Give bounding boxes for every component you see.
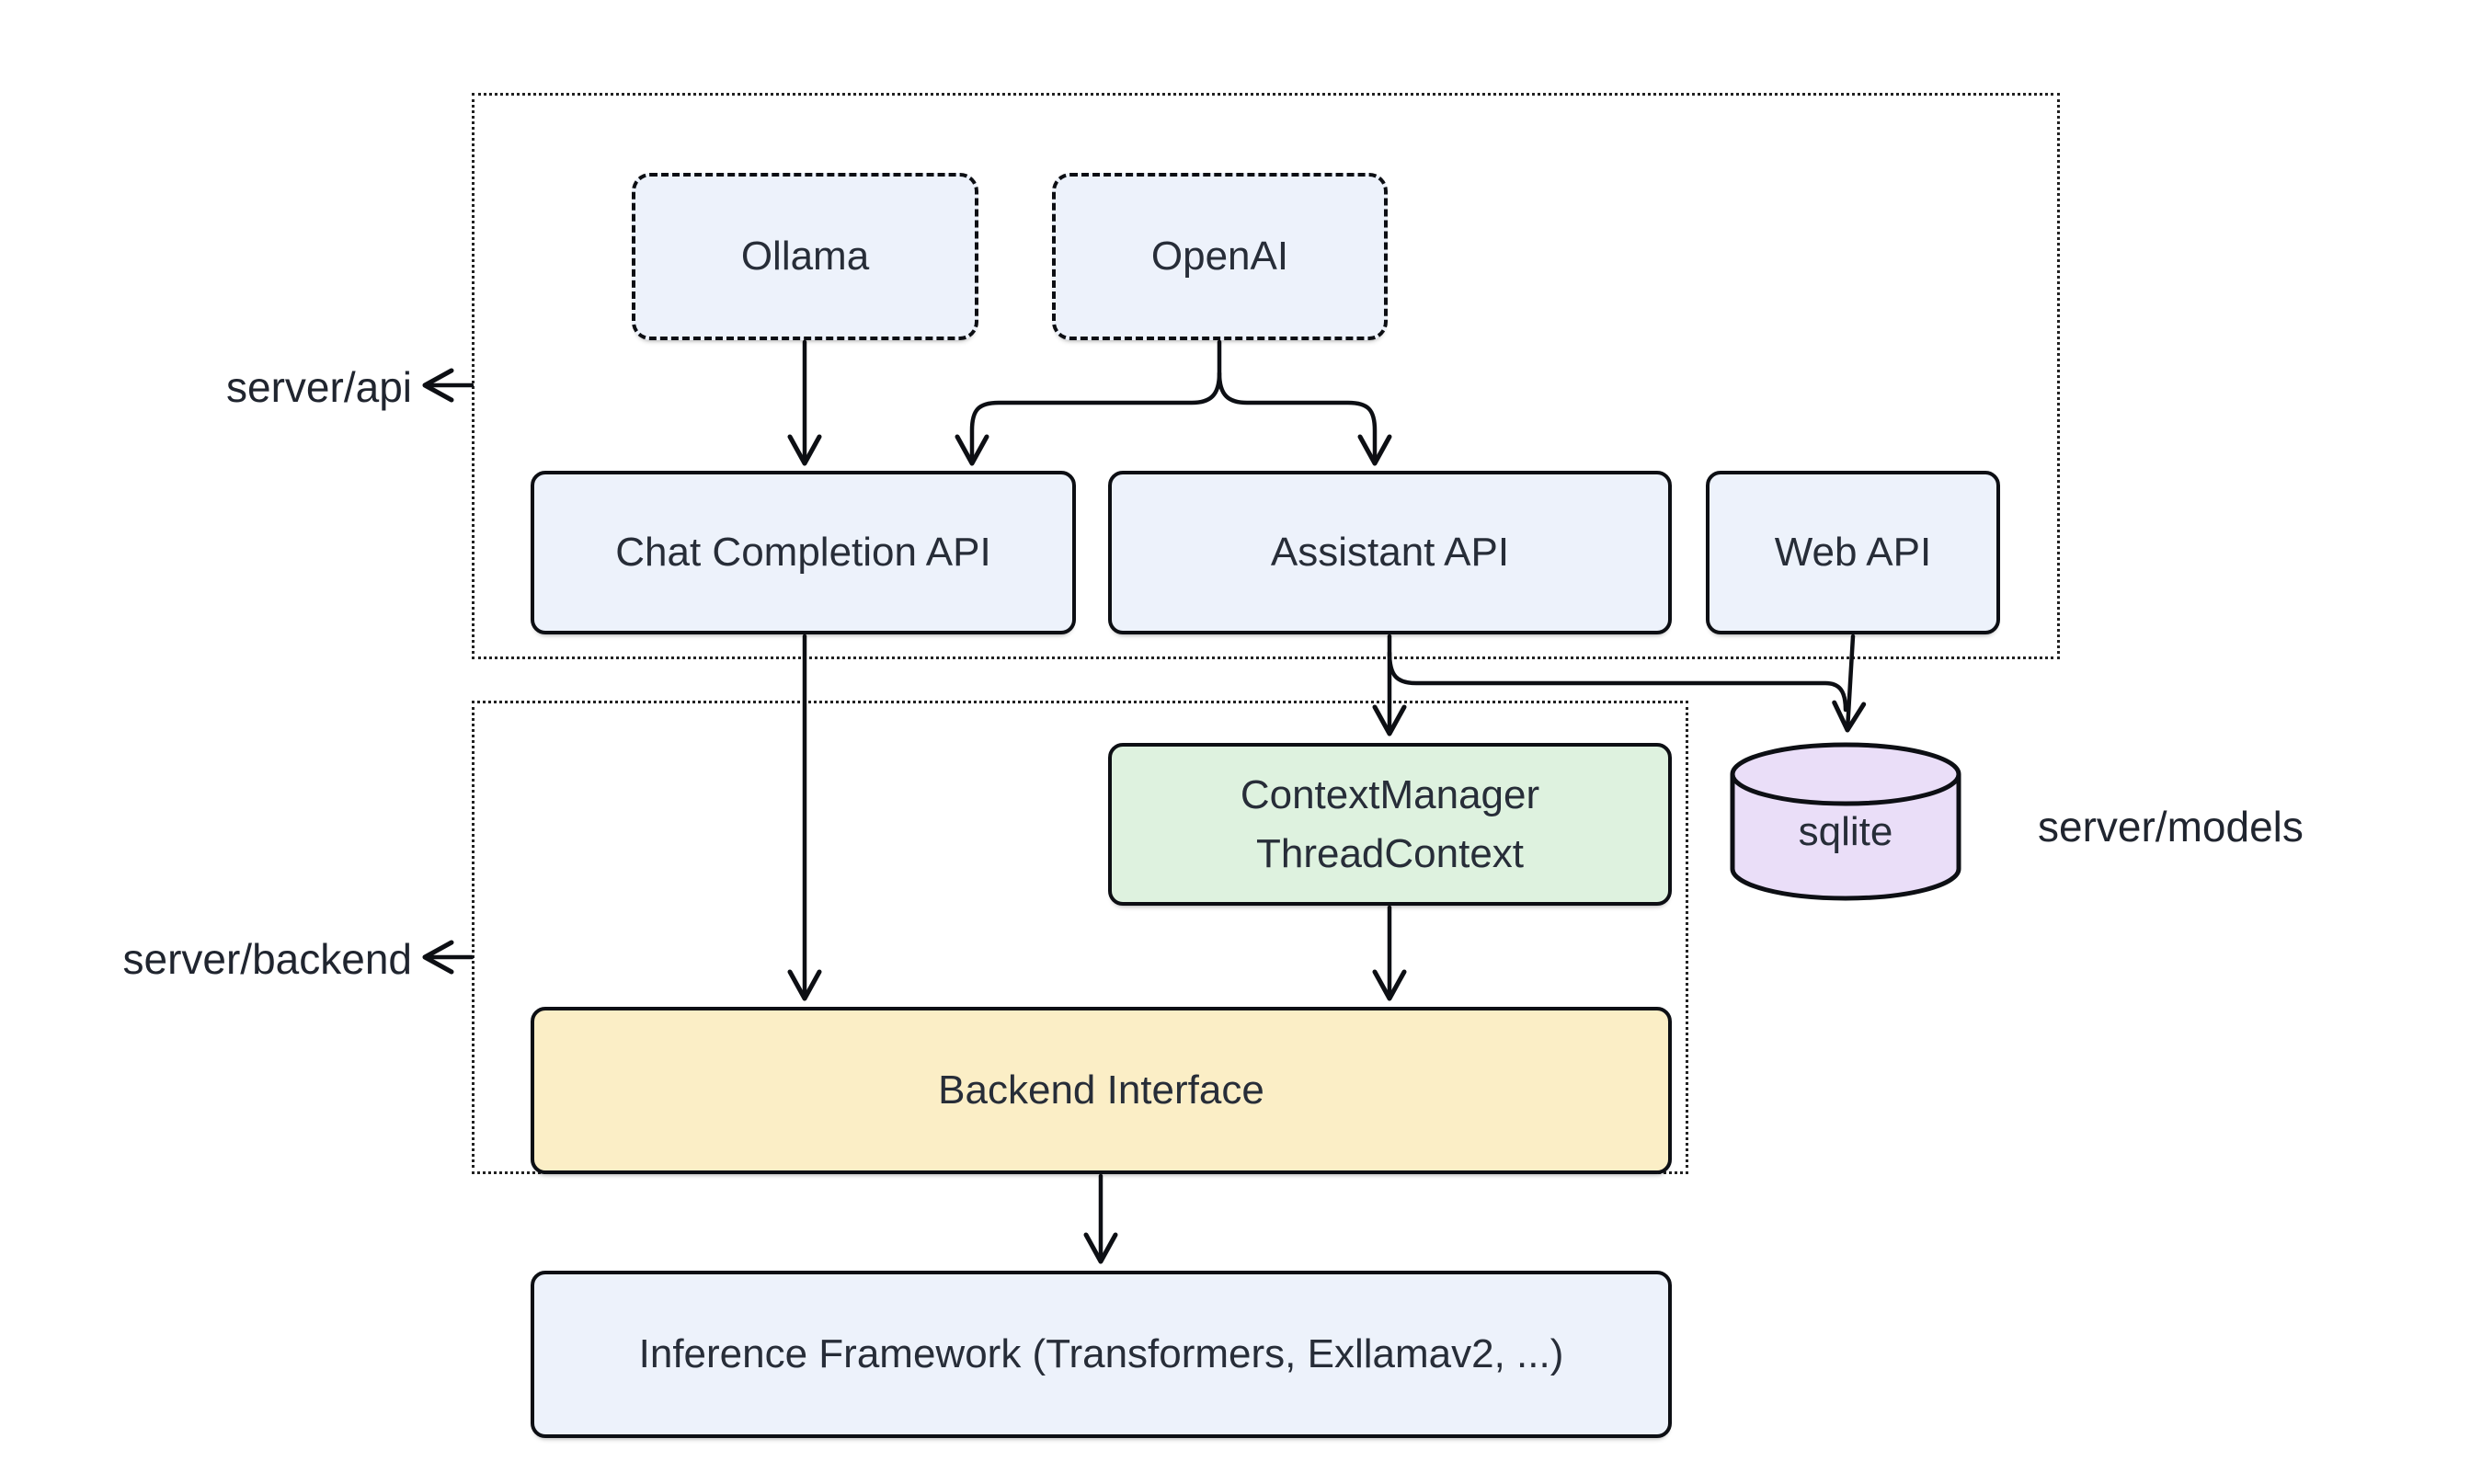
node-ollama: Ollama [632,173,978,340]
node-assistant-api: Assistant API [1108,471,1672,634]
node-chat-completion-api-label: Chat Completion API [615,530,991,576]
node-web-api: Web API [1706,471,2000,634]
connector-assistant-to-sqlite [1387,650,1848,713]
label-server-models-text: server/models [2038,803,2304,850]
label-server-backend-text: server/backend [122,935,413,983]
node-context-manager-line1: ContextManager [1240,771,1540,817]
node-inference-framework-label: Inference Framework (Transformers, Exlla… [638,1331,1564,1377]
node-openai-label: OpenAI [1150,234,1289,280]
node-inference-framework: Inference Framework (Transformers, Exlla… [531,1271,1672,1438]
node-ollama-label: Ollama [740,234,870,280]
server-api-container [472,93,2060,659]
node-backend-interface: Backend Interface [531,1007,1672,1174]
label-server-backend: server/backend [0,934,413,984]
label-server-api-text: server/api [226,363,412,411]
label-server-api: server/api [0,362,412,412]
arrow-openai-to-assistant [1217,371,1392,466]
arrow-webapi-to-sqlite [1832,634,1867,733]
node-backend-interface-label: Backend Interface [938,1067,1264,1113]
node-context-manager: ContextManager ThreadContext [1108,743,1672,906]
sqlite-label: sqlite [1732,800,1959,864]
node-assistant-api-label: Assistant API [1270,530,1510,576]
node-web-api-label: Web API [1774,530,1932,576]
label-server-models: server/models [2038,802,2304,851]
node-openai: OpenAI [1052,173,1388,340]
sqlite-cylinder [1730,742,1961,901]
node-context-manager-line2: ThreadContext [1255,830,1525,876]
node-chat-completion-api: Chat Completion API [531,471,1076,634]
arrow-openai-to-chat [955,339,1222,466]
sqlite-label-text: sqlite [1798,809,1893,854]
